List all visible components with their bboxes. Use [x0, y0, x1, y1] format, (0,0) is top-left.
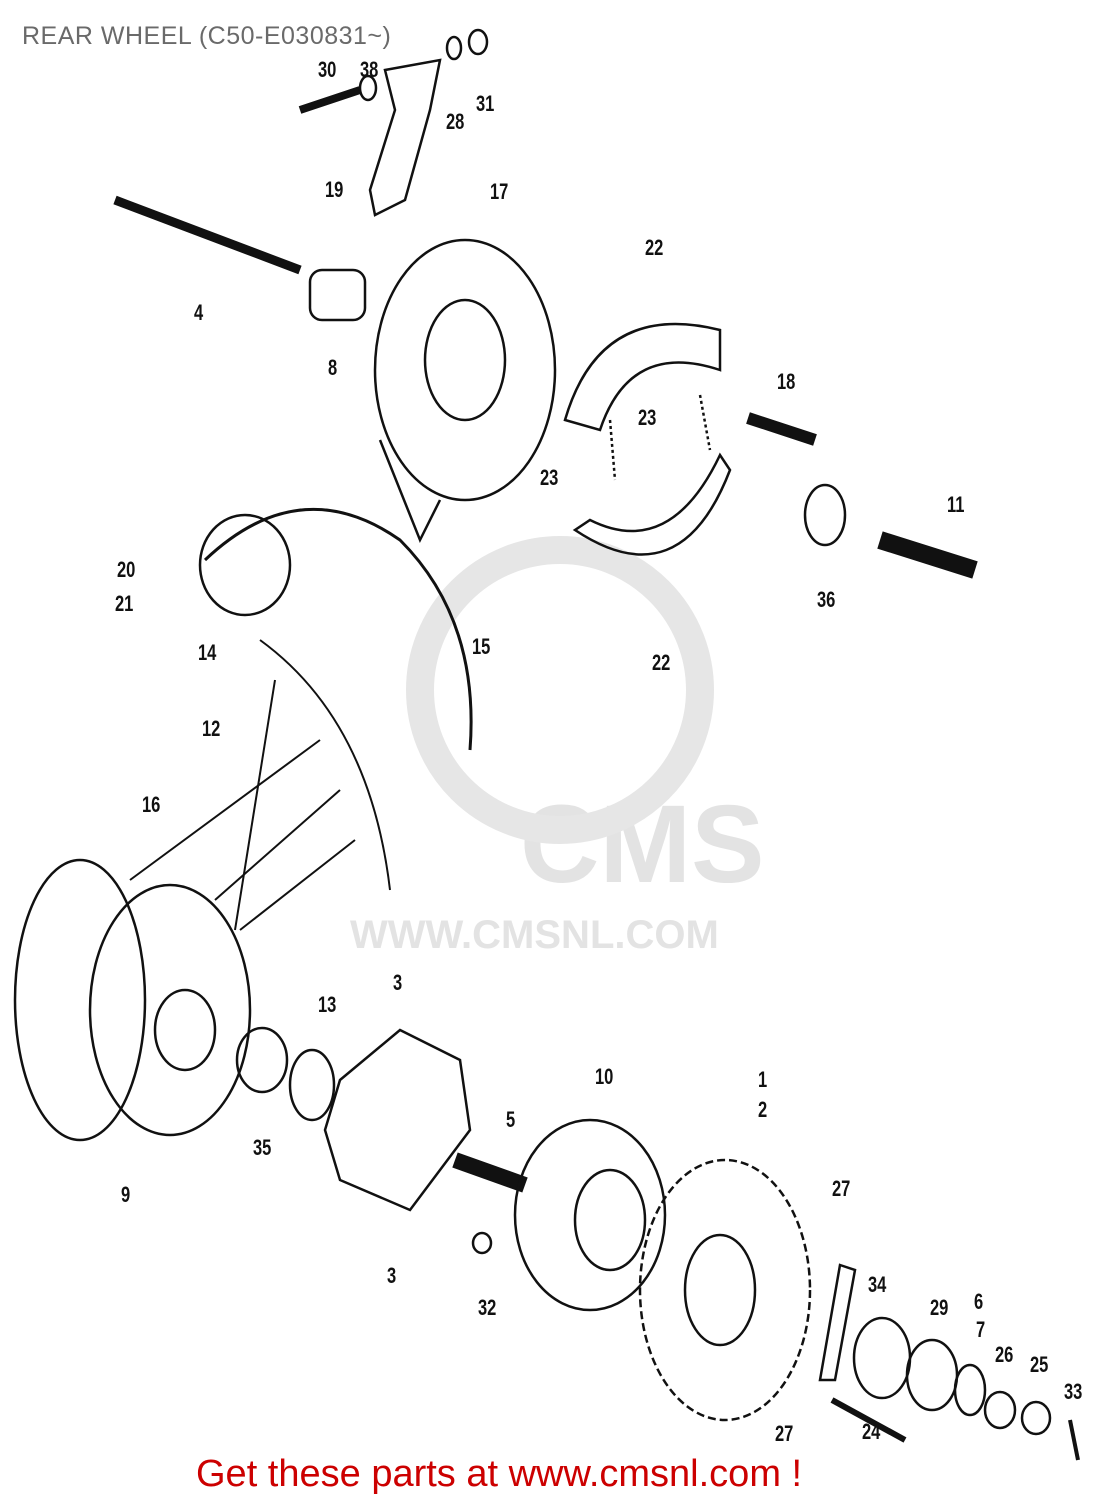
- hub-flange-right: [88, 883, 252, 1137]
- callout-30: 30: [318, 57, 337, 82]
- watermark-mascot: [406, 536, 714, 844]
- spoke: [239, 839, 356, 931]
- nut-31: [467, 28, 489, 56]
- callout-24: 24: [862, 1419, 881, 1444]
- callout-29: 29: [930, 1295, 949, 1320]
- axle: [113, 195, 302, 275]
- brake-panel: [373, 238, 557, 502]
- callout-32: 32: [478, 1295, 497, 1320]
- callout-21: 21: [115, 591, 134, 616]
- callout-3: 3: [387, 1263, 397, 1288]
- brake-panel-center: [423, 298, 507, 422]
- tube-20: [198, 513, 292, 617]
- callout-31: 31: [476, 91, 495, 116]
- callout-5: 5: [506, 1107, 516, 1132]
- callout-35: 35: [253, 1135, 272, 1160]
- diagram-title: REAR WHEEL (C50-E030831~): [22, 22, 392, 50]
- callout-13: 13: [318, 992, 337, 1017]
- spoke: [234, 679, 276, 931]
- callout-20: 20: [117, 557, 136, 582]
- brake-shoe-lower: [572, 452, 732, 556]
- hub-flange-left: [13, 858, 147, 1142]
- watermark-url: WWW.CMSNL.COM: [350, 913, 719, 957]
- springs: [608, 394, 712, 481]
- callout-17: 17: [490, 179, 509, 204]
- bolt-30: [298, 86, 362, 114]
- bolt-24: [830, 1397, 907, 1443]
- collar-8: [308, 268, 367, 322]
- callout-10: 10: [595, 1064, 614, 1089]
- callout-22: 22: [652, 650, 671, 675]
- rim: [259, 639, 391, 891]
- sprocket: [638, 1158, 812, 1422]
- callout-18: 18: [777, 369, 796, 394]
- callout-4: 4: [194, 300, 204, 325]
- driven-flange-center: [573, 1168, 647, 1272]
- callout-28: 28: [446, 109, 465, 134]
- callout-23: 23: [540, 465, 559, 490]
- callout-3: 3: [393, 970, 403, 995]
- spoke: [129, 739, 321, 881]
- damper-rubber: [323, 1028, 472, 1212]
- callout-11: 11: [947, 492, 965, 517]
- callout-9: 9: [121, 1182, 131, 1207]
- callout-25: 25: [1030, 1352, 1049, 1377]
- bearing-35: [235, 1026, 289, 1094]
- collar-29: [905, 1338, 959, 1412]
- callout-15: 15: [472, 634, 491, 659]
- sprocket-center: [683, 1233, 757, 1347]
- collar-5: [452, 1152, 528, 1193]
- callout-6: 6: [974, 1289, 984, 1314]
- callout-23: 23: [638, 405, 657, 430]
- driven-flange: [513, 1118, 667, 1312]
- callout-16: 16: [142, 792, 161, 817]
- callout-14: 14: [198, 640, 217, 665]
- callout-34: 34: [868, 1272, 887, 1297]
- brake-arm: [368, 58, 442, 217]
- callout-27: 27: [775, 1421, 794, 1446]
- callout-1: 1: [758, 1067, 768, 1092]
- callout-33: 33: [1064, 1379, 1083, 1404]
- callout-36: 36: [817, 587, 836, 612]
- callout-8: 8: [328, 355, 338, 380]
- get-parts-link[interactable]: Get these parts at www.cmsnl.com !: [196, 1453, 803, 1495]
- brake-cam: [746, 412, 817, 446]
- callout-7: 7: [976, 1317, 986, 1342]
- cotter-pin-33: [1068, 1419, 1080, 1461]
- sleeve-11: [877, 531, 978, 579]
- brake-shoe-upper: [563, 322, 722, 432]
- nut-32: [471, 1231, 493, 1255]
- washer-28: [445, 35, 463, 61]
- hub-center: [153, 988, 217, 1072]
- o-ring-13: [288, 1048, 336, 1122]
- callout-19: 19: [325, 177, 344, 202]
- nut-26: [983, 1390, 1017, 1430]
- lock-plate-27: [818, 1263, 857, 1382]
- bearing-34: [852, 1316, 912, 1400]
- washer-6: [953, 1363, 987, 1417]
- callout-2: 2: [758, 1097, 768, 1122]
- callout-27: 27: [832, 1176, 851, 1201]
- washer-38: [358, 74, 378, 102]
- callout-26: 26: [995, 1342, 1014, 1367]
- bearing-36: [803, 483, 847, 547]
- panel-arm: [378, 439, 442, 544]
- callout-12: 12: [202, 716, 221, 741]
- spoke: [214, 789, 341, 901]
- callout-22: 22: [645, 235, 664, 260]
- callout-38: 38: [360, 57, 379, 82]
- nut-25: [1020, 1400, 1052, 1436]
